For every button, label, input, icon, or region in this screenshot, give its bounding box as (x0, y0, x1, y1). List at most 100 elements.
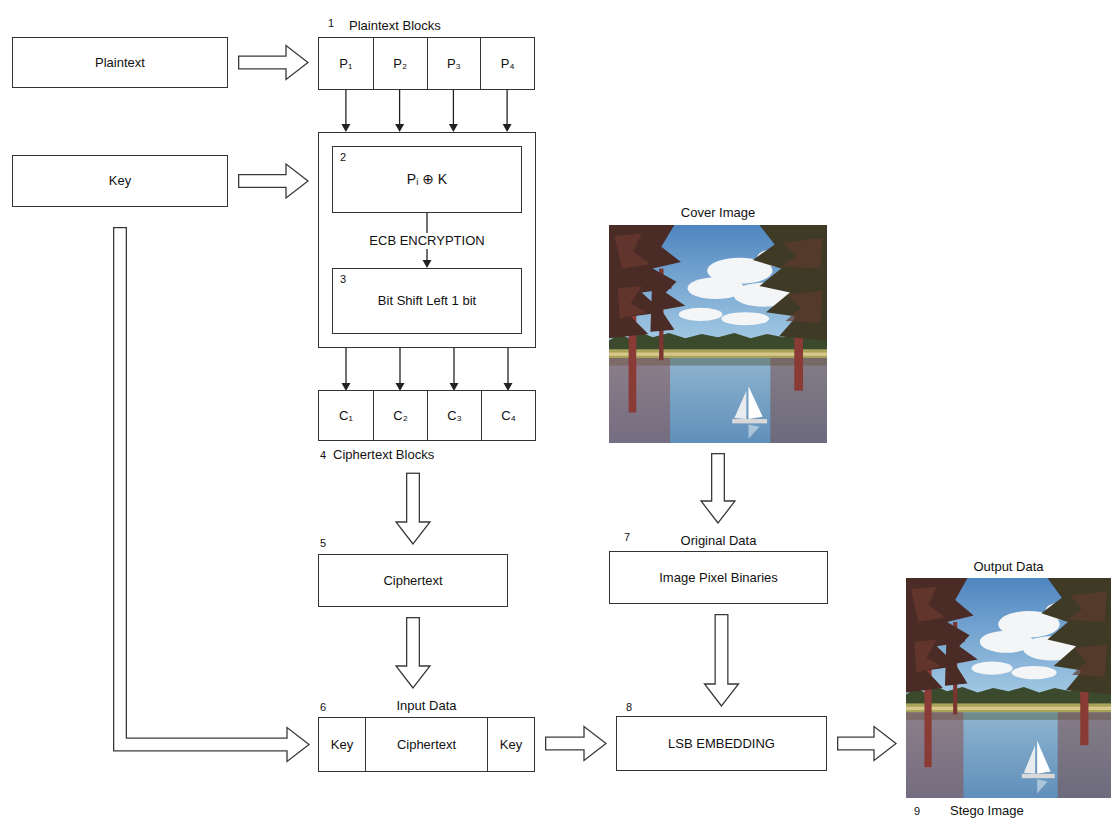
arrow-shaft-inner (239, 175, 289, 186)
flow-arrow (504, 348, 513, 391)
block-cell: P₂ (373, 38, 427, 89)
block-cell: P₁ (319, 38, 373, 89)
block-cell: Ciphertext (365, 718, 487, 771)
encryption-group: ECB ENCRYPTION 2Pᵢ ⊕ K 3Bit Shift Left 1 b… (318, 132, 536, 348)
arrow-head (705, 684, 739, 706)
flow-arrow (396, 348, 405, 391)
arrow-head (584, 727, 606, 761)
arrow-head (286, 46, 308, 80)
block-arrow (837, 727, 896, 761)
block-arrow (238, 46, 308, 80)
arrow-shaft (120, 227, 287, 745)
arrow-shaft-inner (838, 738, 877, 749)
box-label: Key (500, 737, 522, 753)
block-arrow (120, 227, 309, 762)
arrow-head (341, 124, 350, 132)
block-cell: P₄ (480, 38, 534, 89)
arrow-shaft-inner (712, 454, 723, 504)
cover-image: Cover Image (609, 225, 827, 443)
box-label: P₃ (447, 56, 461, 72)
block-arrow (396, 617, 430, 688)
flow-arrow (395, 89, 404, 132)
input-box: Plaintext (12, 37, 228, 88)
box-label: Pᵢ ⊕ K (407, 171, 447, 188)
block-arrow (705, 614, 739, 706)
stego-image-picture (906, 578, 1111, 798)
stego-image: Output DataStego Image (906, 578, 1111, 798)
block-cell: C₃ (427, 391, 481, 440)
heading-label: Ciphertext Blocks (333, 447, 434, 463)
callout-number: 6 (320, 701, 326, 714)
block-cell: C₁ (319, 391, 373, 440)
block-arrow (701, 453, 735, 523)
arrow-head (503, 124, 512, 132)
block-row: Ciphertext BlocksC₁C₂C₃C₄ (318, 390, 536, 441)
flow-arrow (341, 89, 350, 132)
arrow-head (395, 124, 404, 132)
box-label: Key (109, 173, 131, 189)
data-box: Original DataImage Pixel Binaries (609, 551, 828, 604)
box-label: Plaintext (95, 55, 145, 71)
arrow-line (399, 348, 400, 385)
box-label: Ciphertext (397, 737, 456, 753)
process-box: 2Pᵢ ⊕ K (332, 146, 522, 213)
step-number: 3 (340, 273, 346, 286)
heading-label: Stego Image (950, 803, 1024, 819)
callout-number: 8 (626, 701, 632, 714)
box-label: Bit Shift Left 1 bit (378, 293, 476, 309)
arrow-line (453, 89, 454, 126)
arrow-line (345, 89, 346, 126)
block-arrow (238, 164, 308, 198)
box-label: LSB EMBEDDING (668, 736, 775, 752)
block-arrow (396, 473, 430, 544)
arrow-line (507, 348, 508, 385)
arrow-shaft-inner (716, 615, 727, 687)
box-label: Ciphertext (383, 573, 442, 589)
arrow-shaft-inner (407, 474, 418, 525)
callout-number: 4 (320, 449, 326, 462)
arrow-head (449, 124, 458, 132)
arrow-shaft-inner (120, 228, 290, 744)
cover-image-picture (609, 225, 827, 443)
data-row: Input DataKeyCiphertextKey (318, 717, 535, 772)
heading-label: Input Data (397, 698, 457, 714)
arrow-shaft-inner (546, 738, 587, 749)
block-cell: C₄ (481, 391, 535, 440)
flow-arrow (342, 348, 351, 391)
arrow-line (506, 89, 507, 126)
box-label: P₂ (393, 56, 407, 72)
group-title: ECB ENCRYPTION (366, 233, 487, 249)
arrow-head (423, 260, 432, 268)
block-row: Plaintext BlocksP₁P₂P₃P₄ (318, 37, 535, 90)
arrow-line (345, 348, 346, 385)
flow-arrow (503, 89, 512, 132)
callout-number: 1 (328, 17, 334, 30)
box-label: P₄ (501, 56, 515, 72)
heading-label: Output Data (973, 559, 1043, 575)
box-label: P₁ (339, 56, 352, 72)
flow-arrow (450, 348, 459, 391)
flow-arrow (449, 89, 458, 132)
block-arrow (545, 727, 606, 761)
box-label: C₁ (339, 408, 353, 424)
output-box: Ciphertext (318, 554, 508, 607)
callout-number: 7 (624, 531, 630, 544)
arrow-head (396, 666, 430, 688)
arrow-head (287, 728, 309, 762)
arrow-head (396, 522, 430, 544)
heading-label: Cover Image (681, 205, 755, 221)
box-label: Key (331, 737, 353, 753)
arrow-shaft-inner (239, 57, 289, 68)
key-box: Key (12, 155, 228, 207)
arrow-shaft-inner (407, 618, 418, 669)
process-box: 3Bit Shift Left 1 bit (332, 268, 522, 334)
arrow-head (286, 164, 308, 198)
arrow-head (874, 727, 896, 761)
box-label: Image Pixel Binaries (659, 570, 778, 586)
process-box: LSB EMBEDDING (616, 716, 827, 771)
block-cell: C₂ (373, 391, 427, 440)
block-cell: Key (487, 718, 534, 771)
